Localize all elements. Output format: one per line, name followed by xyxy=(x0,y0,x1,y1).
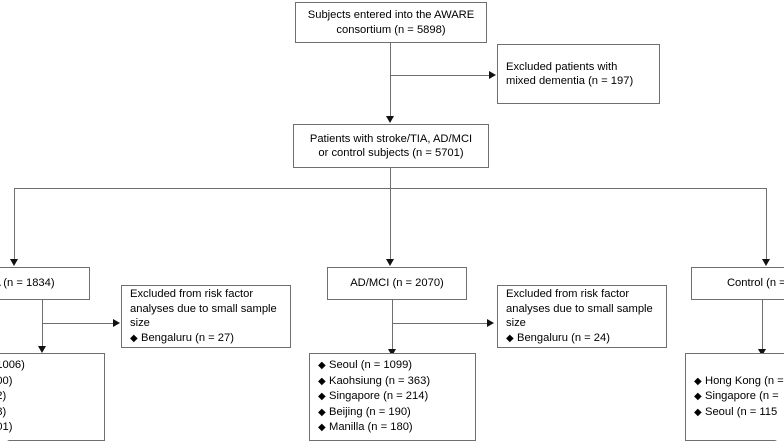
node-excluded-mixed-dementia-line1: Excluded patients with xyxy=(506,60,618,73)
connector-eligible-stem xyxy=(390,168,391,189)
list-item: ◆Seoul (n = 1099) xyxy=(318,358,430,374)
connector-drop-ad-mci xyxy=(390,188,391,260)
node-subjects-entered: Subjects entered into the AWARE consorti… xyxy=(295,2,487,43)
node-excluded-small-sample-ad-mci-line3: size xyxy=(506,317,526,329)
bullet-icon: ◆ xyxy=(318,375,326,387)
node-control: Control (n = 1 xyxy=(691,267,784,300)
list-item: ◆Hong Kong (n = xyxy=(694,374,784,390)
node-stroke-tia-label: TIA (n = 1834) xyxy=(0,277,55,290)
list-item-label: (n = 162) xyxy=(0,390,7,403)
list-item: ◆e (n = 101) xyxy=(0,420,25,436)
connector-stroke-tia-stem xyxy=(42,300,43,349)
node-subjects-entered-line1: Subjects entered into the AWARE xyxy=(307,9,475,21)
bullet-icon: ◆ xyxy=(130,332,138,344)
list-item: ◆ (n = 138) xyxy=(0,405,25,421)
node-sites-control: ◆Hong Kong (n = ◆Singapore (n = ◆Seoul (… xyxy=(685,353,784,441)
node-control-label: Control (n = 1 xyxy=(726,277,784,290)
excluded-small-sample-ad-mci-list: ◆Bengaluru (n = 24) xyxy=(506,331,610,347)
list-item: ◆Beijing (n = 190) xyxy=(318,405,430,421)
connector-ad-mci-stem xyxy=(392,300,393,352)
connector-drop-stroke-tia xyxy=(14,188,15,260)
sites-control-list: ◆Hong Kong (n = ◆Singapore (n = ◆Seoul (… xyxy=(694,374,784,421)
list-item: ◆ng (n = 1006) xyxy=(0,358,25,374)
bullet-icon: ◆ xyxy=(318,391,326,403)
arrowhead-eligible xyxy=(386,116,394,123)
connector-stroke-to-excluded-small xyxy=(42,323,115,324)
list-item: ◆Singapore (n = 214) xyxy=(318,389,430,405)
bullet-icon: ◆ xyxy=(694,375,702,387)
arrowhead-sites-control xyxy=(758,349,766,356)
node-excluded-small-sample-ad-mci: Excluded from risk factor analyses due t… xyxy=(497,285,667,348)
list-item-label: Kaohsiung (n = 363) xyxy=(329,374,431,387)
arrowhead-ad-mci xyxy=(386,259,394,266)
list-item: ◆Bengaluru (n = 27) xyxy=(130,331,234,347)
list-item: ◆Singapore (n = xyxy=(694,389,784,405)
node-eligible-patients-line1: Patients with stroke/TIA, AD/MCI xyxy=(309,132,473,145)
sites-ad-mci-list: ◆Seoul (n = 1099) ◆Kaohsiung (n = 363) ◆… xyxy=(318,358,430,436)
list-item-label: g (n = 400) xyxy=(0,374,13,387)
bullet-icon: ◆ xyxy=(318,422,326,434)
list-item-label: Singapore (n = 214) xyxy=(329,390,429,403)
node-excluded-small-sample-stroke: Excluded from risk factor analyses due t… xyxy=(121,285,291,348)
list-item: ◆Bengaluru (n = 24) xyxy=(506,331,610,347)
connector-ad-mci-to-excluded-small xyxy=(392,323,489,324)
list-item-label: Singapore (n = xyxy=(705,390,779,403)
list-item-label: Bengaluru (n = 24) xyxy=(517,331,610,344)
list-item-label: Hong Kong (n = xyxy=(705,374,784,387)
node-excluded-small-sample-stroke-line2: analyses due to small sample xyxy=(130,302,277,315)
node-sites-stroke-tia: ◆ng (n = 1006) ◆g (n = 400) ◆ (n = 162) … xyxy=(0,353,105,441)
connector-drop-control xyxy=(766,188,767,260)
node-ad-mci-label: AD/MCI (n = 2070) xyxy=(350,277,444,290)
list-item-label: Manilla (n = 180) xyxy=(329,421,413,434)
bullet-icon: ◆ xyxy=(318,406,326,418)
node-eligible-patients-line2: or control subjects (n = 5701) xyxy=(318,147,464,159)
bullet-icon: ◆ xyxy=(506,332,514,344)
node-excluded-small-sample-ad-mci-line2: analyses due to small sample xyxy=(506,302,653,315)
arrowhead-excluded-mixed xyxy=(489,71,496,79)
arrowhead-control xyxy=(762,259,770,266)
bullet-icon: ◆ xyxy=(318,360,326,372)
node-excluded-small-sample-stroke-line3: size xyxy=(130,317,150,329)
node-sites-ad-mci: ◆Seoul (n = 1099) ◆Kaohsiung (n = 363) ◆… xyxy=(309,353,476,441)
list-item-label: Seoul (n = 1099) xyxy=(329,359,413,372)
node-excluded-mixed-dementia-line2: mixed dementia (n = 197) xyxy=(506,75,634,87)
sites-stroke-tia-list: ◆ng (n = 1006) ◆g (n = 400) ◆ (n = 162) … xyxy=(0,358,25,436)
list-item-label: ng (n = 1006) xyxy=(0,359,25,372)
node-subjects-entered-line2: consortium (n = 5898) xyxy=(336,23,446,36)
list-item: ◆Manilla (n = 180) xyxy=(318,420,430,436)
connector-enrolled-to-eligible xyxy=(390,43,391,117)
node-eligible-patients: Patients with stroke/TIA, AD/MCI or cont… xyxy=(293,124,489,168)
node-stroke-tia: TIA (n = 1834) xyxy=(0,267,90,300)
connector-control-stem xyxy=(762,300,763,352)
excluded-small-sample-stroke-list: ◆Bengaluru (n = 27) xyxy=(130,331,234,347)
arrowhead-sites-stroke xyxy=(38,346,46,353)
arrowhead-excluded-small-mid xyxy=(487,319,494,327)
node-excluded-mixed-dementia: Excluded patients with mixed dementia (n… xyxy=(497,44,660,104)
arrowhead-stroke-tia xyxy=(10,259,18,266)
connector-enrolled-to-excluded-mixed xyxy=(390,75,491,76)
list-item-label: Bengaluru (n = 27) xyxy=(141,331,234,344)
list-item: ◆Kaohsiung (n = 363) xyxy=(318,374,430,390)
arrowhead-sites-ad-mci xyxy=(388,349,396,356)
list-item-label: (n = 138) xyxy=(0,405,7,418)
node-excluded-small-sample-ad-mci-line1: Excluded from risk factor xyxy=(506,288,630,300)
node-ad-mci: AD/MCI (n = 2070) xyxy=(327,267,467,300)
list-item: ◆ (n = 162) xyxy=(0,389,25,405)
list-item-label: Beijing (n = 190) xyxy=(329,405,411,418)
list-item-label: Seoul (n = 115 xyxy=(705,405,778,418)
list-item: ◆g (n = 400) xyxy=(0,374,25,390)
bullet-icon: ◆ xyxy=(694,406,702,418)
bullet-icon: ◆ xyxy=(694,391,702,403)
list-item-label: e (n = 101) xyxy=(0,421,13,434)
arrowhead-excluded-small-left xyxy=(113,319,120,327)
node-excluded-small-sample-stroke-line1: Excluded from risk factor xyxy=(130,288,254,300)
list-item: ◆Seoul (n = 115 xyxy=(694,405,784,421)
